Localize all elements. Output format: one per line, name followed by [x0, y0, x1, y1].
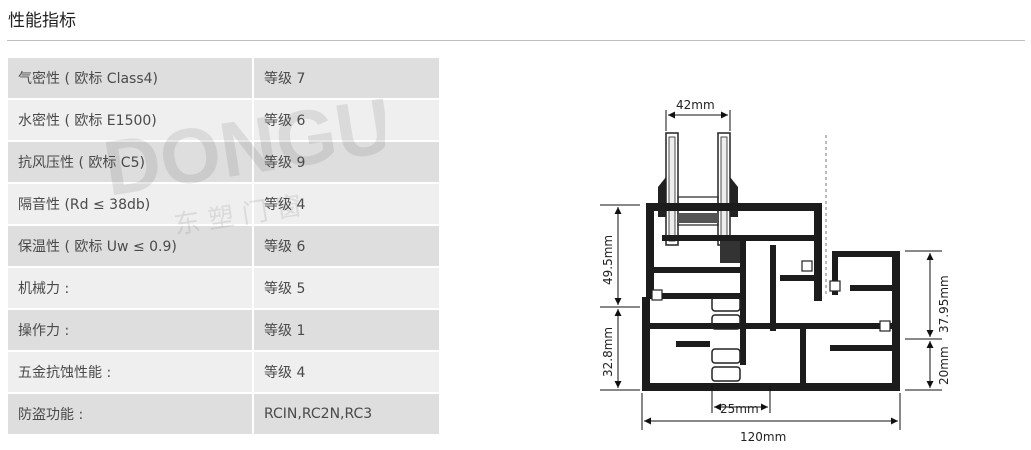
- performance-table: 气密性 ( 欧标 Class4) 等级 7 水密性 ( 欧标 E1500) 等级…: [8, 58, 439, 436]
- spec-value: 等级 7: [252, 58, 439, 100]
- spacer-seal-icon: [678, 213, 718, 223]
- spec-value: 等级 9: [252, 141, 439, 184]
- table-row: 抗风压性 ( 欧标 C5) 等级 9: [8, 141, 439, 184]
- dim-top-label: 42mm: [676, 98, 715, 112]
- spec-label: 水密性 ( 欧标 E1500): [8, 99, 253, 142]
- table-row: 水密性 ( 欧标 E1500) 等级 6: [8, 99, 439, 142]
- table-row: 机械力 : 等级 5: [8, 267, 439, 310]
- spec-value: 等级 5: [252, 267, 439, 310]
- spec-value: 等级 1: [252, 309, 439, 352]
- spec-value: 等级 6: [252, 99, 439, 142]
- table-row: 防盗功能 : RCIN,RC2N,RC3: [8, 393, 439, 436]
- spec-value: 等级 4: [252, 351, 439, 394]
- spec-label: 隔音性 (Rd ≤ 38db): [8, 183, 253, 226]
- spec-value: 等级 4: [252, 183, 439, 226]
- table-row: 隔音性 (Rd ≤ 38db) 等级 4: [8, 183, 439, 226]
- spec-value: 等级 6: [252, 225, 439, 268]
- spec-label: 气密性 ( 欧标 Class4): [8, 58, 253, 100]
- spec-label: 保温性 ( 欧标 Uw ≤ 0.9): [8, 225, 253, 268]
- profile-cross-section-drawing: 42mm 49.5mm 32.8mm 37.95mm 20mm 25mm 120…: [600, 98, 951, 444]
- spec-label: 五金抗蚀性能 :: [8, 351, 253, 394]
- frame-profile-icon: [642, 251, 900, 391]
- spec-label: 操作力 :: [8, 309, 253, 352]
- title-divider: [7, 40, 1025, 41]
- sash-profile-icon: [646, 203, 822, 365]
- section-title: 性能指标: [8, 11, 76, 31]
- spec-label: 抗风压性 ( 欧标 C5): [8, 141, 253, 184]
- dimension-lines: [600, 110, 942, 430]
- dim-bottom-inner-label: 25mm: [720, 402, 759, 416]
- spec-label: 防盗功能 :: [8, 393, 253, 436]
- gasket-icon: [651, 260, 891, 332]
- spec-label: 机械力 :: [8, 267, 253, 310]
- table-row: 保温性 ( 欧标 Uw ≤ 0.9) 等级 6: [8, 225, 439, 268]
- hardware-block-icon: [720, 241, 740, 263]
- table-row: 气密性 ( 欧标 Class4) 等级 7: [8, 58, 439, 100]
- thermal-break-icon: [711, 296, 741, 382]
- spec-value: RCIN,RC2N,RC3: [252, 393, 439, 436]
- glass-pane-icon: [665, 132, 731, 246]
- dim-right-upper-label: 37.95mm: [937, 275, 951, 333]
- dim-right-lower-label: 20mm: [937, 346, 951, 385]
- dim-bottom-label: 120mm: [740, 430, 786, 444]
- table-row: 操作力 : 等级 1: [8, 309, 439, 352]
- dim-left-upper-label: 49.5mm: [601, 235, 615, 285]
- dim-left-lower-label: 32.8mm: [601, 327, 615, 377]
- table-row: 五金抗蚀性能 : 等级 4: [8, 351, 439, 394]
